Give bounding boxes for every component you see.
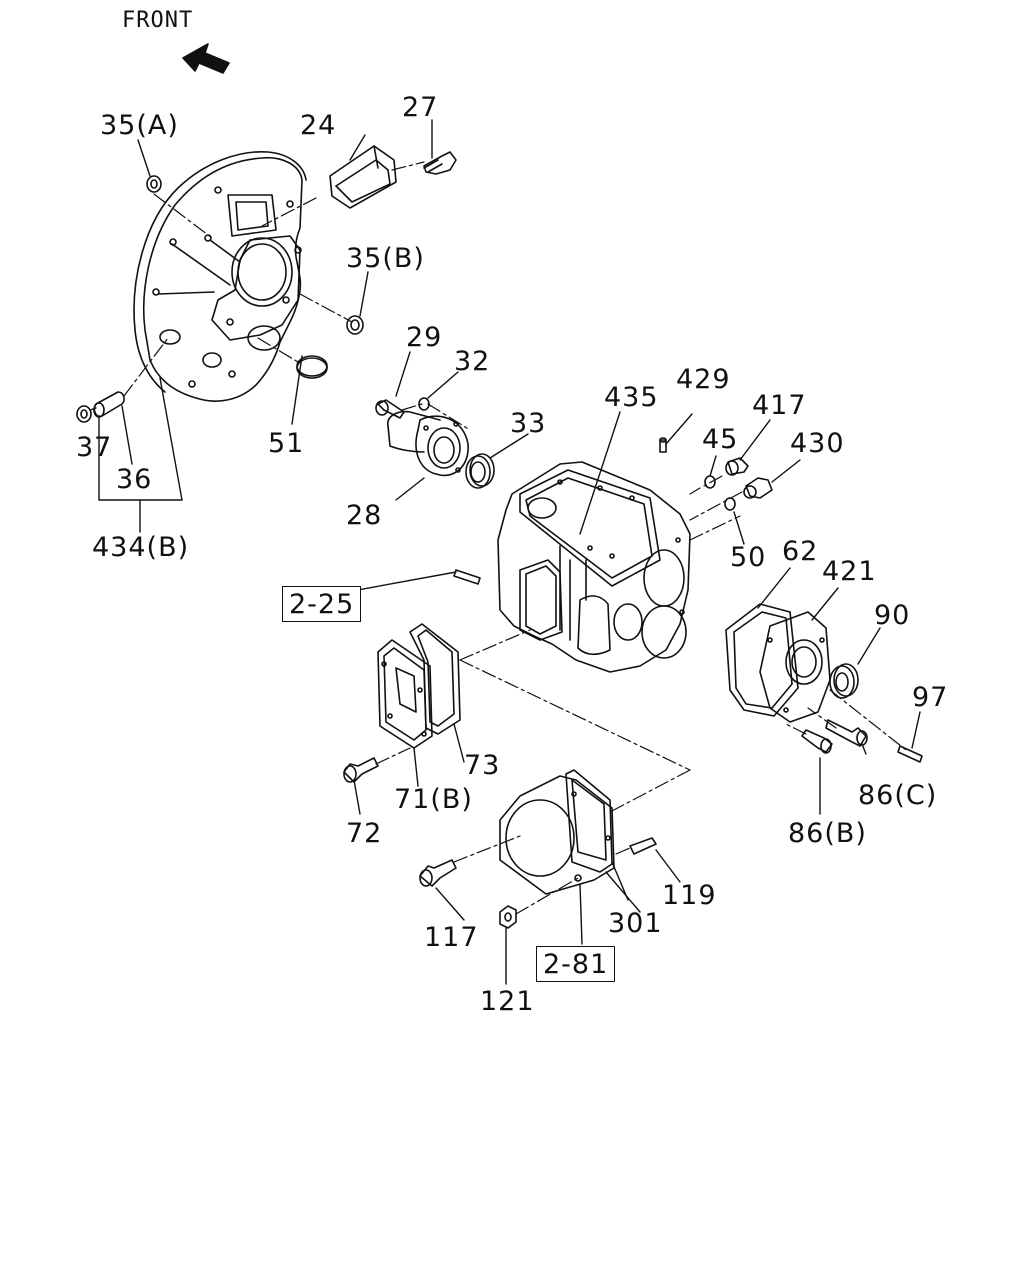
part-71b-cover	[378, 640, 432, 748]
part-119-stud	[630, 838, 656, 854]
callout-50: 50	[730, 542, 767, 573]
callout-73: 73	[464, 750, 501, 781]
part-429-dowel	[660, 438, 666, 452]
reference-box-2-25[interactable]: 2-25	[282, 586, 362, 622]
callout-36: 36	[116, 464, 153, 495]
callout-86c: 86(C)	[858, 780, 938, 811]
callout-434b: 434(B)	[92, 532, 190, 563]
part-50-oring	[725, 498, 735, 510]
callout-27: 27	[402, 92, 439, 123]
callout-24: 24	[300, 110, 337, 141]
part-35b-washer	[347, 316, 363, 334]
part-72-bolt	[344, 758, 378, 782]
part-435-transmission-case	[498, 462, 690, 672]
part-51-plug	[297, 356, 327, 378]
part-33-seal	[466, 454, 494, 488]
callout-121: 121	[480, 986, 535, 1017]
part-27-bolt	[424, 152, 456, 174]
front-arrow-icon	[183, 44, 229, 73]
part-24-cover	[330, 146, 396, 208]
callout-86b: 86(B)	[788, 818, 867, 849]
clutch-housing	[134, 152, 306, 401]
part-29-bolt	[376, 400, 404, 418]
part-73-gasket	[410, 624, 460, 734]
part-86c-bolt	[826, 720, 867, 746]
part-430-plug	[744, 478, 772, 498]
callout-62: 62	[782, 536, 819, 567]
callout-28: 28	[346, 500, 383, 531]
front-label: FRONT	[122, 8, 194, 33]
callout-32: 32	[454, 346, 491, 377]
callout-90: 90	[874, 600, 911, 631]
leader-lines	[99, 120, 920, 984]
callout-33: 33	[510, 408, 547, 439]
reference-box-2-81[interactable]: 2-81	[536, 946, 616, 982]
callout-119: 119	[662, 880, 717, 911]
callout-35a: 35(A)	[100, 110, 179, 141]
callout-35b: 35(B)	[346, 243, 425, 274]
part-28-front-cover	[388, 412, 468, 476]
alignment-lines	[90, 162, 906, 914]
part-2-25-pin	[454, 570, 480, 584]
part-117-bolt	[420, 860, 456, 886]
callout-97: 97	[912, 682, 949, 713]
callout-430: 430	[790, 428, 845, 459]
callout-71b: 71(B)	[394, 784, 473, 815]
part-417-bolt	[726, 458, 748, 475]
callout-417: 417	[752, 390, 807, 421]
callout-51: 51	[268, 428, 305, 459]
callout-37: 37	[76, 432, 113, 463]
callout-421: 421	[822, 556, 877, 587]
callout-45: 45	[702, 424, 739, 455]
callout-117: 117	[424, 922, 479, 953]
callout-435: 435	[604, 382, 659, 413]
part-97-stud	[898, 746, 922, 762]
part-62-gasket	[726, 604, 798, 716]
part-90-seal	[830, 664, 858, 698]
part-36-pin	[94, 392, 124, 417]
part-121-nut	[500, 906, 516, 928]
part-37-nut	[77, 406, 91, 422]
part-86b-bolt	[802, 730, 832, 753]
callout-29: 29	[406, 322, 443, 353]
part-35a-washer	[147, 176, 161, 192]
callout-301: 301	[608, 908, 663, 939]
callout-429: 429	[676, 364, 731, 395]
part-301-cover	[500, 770, 614, 894]
callout-72: 72	[346, 818, 383, 849]
